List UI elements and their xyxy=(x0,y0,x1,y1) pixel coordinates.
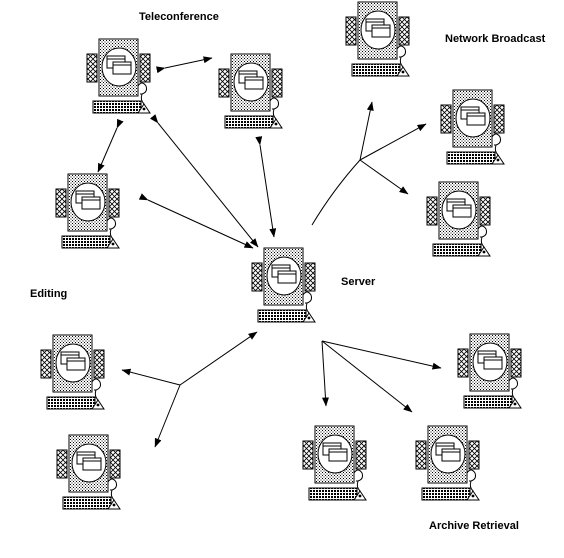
link-tele-1-to-server xyxy=(149,114,259,248)
label-network-broadcast: Network Broadcast xyxy=(445,33,546,45)
workstation-tele-1 xyxy=(86,38,151,114)
link-tele-1-to-tele-2 xyxy=(155,56,213,74)
link-tele-1-to-edit-top xyxy=(97,118,124,173)
group-labels: Teleconference Network Broadcast Editing… xyxy=(30,11,546,532)
workstation-edit-2 xyxy=(56,434,121,510)
workstation-tele-2 xyxy=(218,53,283,129)
workstation-broadcast-1 xyxy=(345,1,410,77)
workstation-broadcast-2 xyxy=(440,89,505,165)
label-archive-retrieval: Archive Retrieval xyxy=(429,520,519,532)
workstation-archive-3 xyxy=(415,425,480,501)
link-edit-hub-to-edit-1 xyxy=(121,368,181,386)
link-tele-2-to-server xyxy=(255,136,277,238)
workstation-broadcast-3 xyxy=(426,181,491,257)
link-server-to-archive-3 xyxy=(321,340,413,413)
link-server-to-archive-1 xyxy=(321,340,442,370)
link-server-to-broadcast-hub xyxy=(311,159,361,226)
workstations xyxy=(40,1,522,510)
workstation-edit-top xyxy=(55,173,120,249)
link-hub-to-broadcast-1 xyxy=(359,101,374,161)
connections xyxy=(97,56,442,448)
link-hub-to-broadcast-2 xyxy=(359,123,427,161)
workstation-edit-1 xyxy=(40,334,105,410)
link-edit-hub-to-edit-2 xyxy=(154,384,181,448)
link-edit-top-to-server xyxy=(138,193,254,249)
link-edit-hub-to-server xyxy=(179,331,258,386)
workstation-archive-1 xyxy=(457,333,522,409)
label-editing: Editing xyxy=(30,288,67,300)
workstation-archive-2 xyxy=(302,425,367,501)
link-server-to-archive-2 xyxy=(321,340,329,407)
label-server: Server xyxy=(341,276,376,288)
link-hub-to-broadcast-3 xyxy=(359,159,409,195)
workstation-server xyxy=(251,247,316,323)
label-teleconference: Teleconference xyxy=(139,11,219,23)
